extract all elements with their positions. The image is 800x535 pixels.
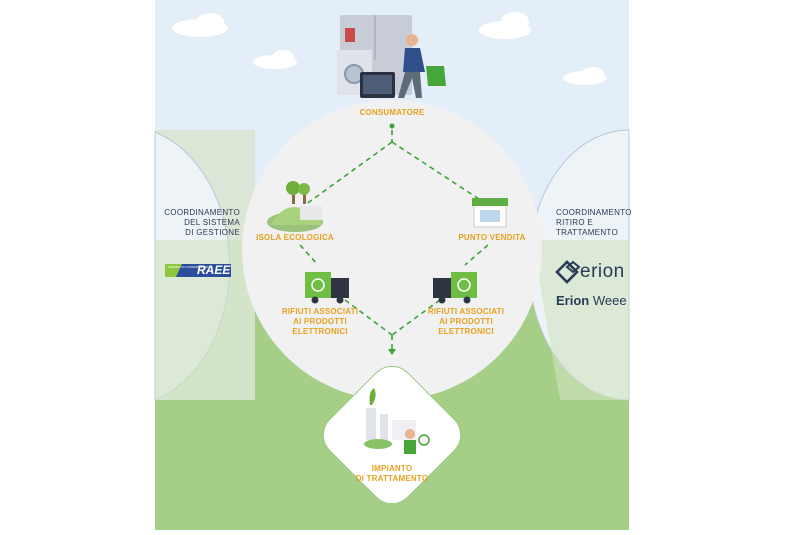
waste-label-line: AI PRODOTTI <box>439 317 493 326</box>
erion-weee-brand: Erion Weee <box>556 294 627 308</box>
right-panel-title: COORDINAMENTO RITIRO E TRATTAMENTO <box>556 208 646 238</box>
right-side-panel <box>528 129 630 401</box>
factory-icon <box>364 388 430 454</box>
waste-label-right: RIFIUTI ASSOCIATI AI PRODOTTI ELETTRONIC… <box>426 307 506 337</box>
flow-connectors <box>299 130 489 350</box>
raee-logo-small-text: CENTRO DI COORDINAMENTO <box>168 265 213 269</box>
raee-logo <box>165 264 231 277</box>
arrow-down-icon <box>388 349 396 355</box>
left-panel-title: COORDINAMENTO DEL SISTEMA DI GESTIONE <box>150 208 240 238</box>
eco-island-icon <box>267 181 323 232</box>
waste-label-line: ELETTRONICI <box>292 327 348 336</box>
consumer-label: CONSUMATORE <box>359 108 425 117</box>
left-panel-title-line: DEL SISTEMA <box>184 218 240 227</box>
erion-weee-bold: Erion <box>556 293 590 308</box>
right-panel-title-line: TRATTAMENTO <box>556 228 618 237</box>
right-panel-title-line: RITIRO E <box>556 218 594 227</box>
cloud-icon <box>172 12 607 85</box>
person-icon <box>398 34 446 98</box>
shop-icon <box>472 198 508 228</box>
main-circle <box>242 100 542 400</box>
truck-icon <box>305 272 349 304</box>
treatment-plant-line: IMPIANTO <box>371 464 413 473</box>
raee-logo-text: RAEE <box>197 263 231 277</box>
appliances-icon <box>337 15 412 98</box>
right-panel-title-line: COORDINAMENTO <box>556 208 632 217</box>
truck-icon <box>433 272 477 304</box>
waste-label-line: ELETTRONICI <box>438 327 494 336</box>
left-panel-title-line: COORDINAMENTO <box>164 208 240 217</box>
left-panel-title-line: DI GESTIONE <box>185 228 240 237</box>
erion-weee-light: Weee <box>592 293 627 308</box>
waste-label-line: RIFIUTI ASSOCIATI <box>281 307 359 316</box>
erion-logo-icon <box>555 260 581 284</box>
start-dot <box>389 123 395 129</box>
erion-brand: erion <box>580 261 625 282</box>
waste-label-line: RIFIUTI ASSOCIATI <box>427 307 505 316</box>
waste-label-left: RIFIUTI ASSOCIATI AI PRODOTTI ELETTRONIC… <box>280 307 360 337</box>
treatment-plant-label: IMPIANTO DI TRATTAMENTO <box>347 464 437 484</box>
eco-island-label: ISOLA ECOLOGICA <box>256 233 334 242</box>
treatment-plant-line: DI TRATTAMENTO <box>355 474 429 483</box>
shop-label: PUNTO VENDITA <box>458 233 526 242</box>
waste-label-line: AI PRODOTTI <box>293 317 347 326</box>
